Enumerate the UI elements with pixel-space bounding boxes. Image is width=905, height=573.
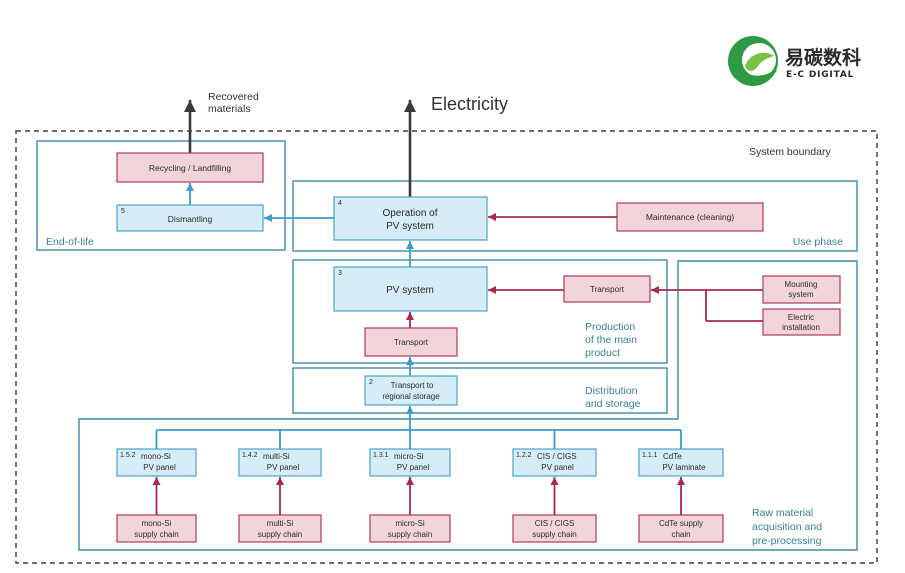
supply-chain-box-mono-si	[116, 514, 197, 543]
logo-name-en: E-C DIGITAL	[786, 70, 854, 80]
supply-chain-label-1-micro-si: micro-Si	[395, 519, 425, 528]
production-group	[292, 259, 668, 364]
system-boundary	[15, 130, 878, 564]
operation-label-2: PV system	[386, 221, 434, 232]
supply-chain-label-2-micro-si: supply chain	[388, 530, 432, 539]
distribution-group	[292, 367, 668, 414]
end-of-life-group	[36, 140, 286, 251]
panel-type-mono-si: PV panel	[143, 463, 176, 472]
mounting-system-label-1: Mounting	[785, 280, 818, 289]
recovered-materials-label-2: materials	[208, 103, 251, 115]
panel-name-cis-cigs: CIS / CIGS	[537, 452, 577, 461]
maintenance-box	[616, 202, 764, 232]
distribution-label-2: and storage	[585, 398, 641, 410]
supply-chain-label-2-cdte: chain	[671, 530, 690, 539]
regional-transport-label-2: regional storage	[382, 392, 440, 401]
operation-box	[333, 196, 488, 241]
electric-installation-label-2: installation	[782, 323, 820, 332]
use-phase-label: Use phase	[793, 236, 843, 248]
system-boundary-label: System boundary	[749, 146, 831, 158]
supply-chain-box-multi-si	[238, 514, 322, 543]
supply-chain-label-1-multi-si: multi-Si	[267, 519, 294, 528]
recycling-box	[116, 152, 264, 183]
electricity-label: Electricity	[431, 94, 508, 114]
supply-chain-label-1-mono-si: mono-Si	[142, 519, 172, 528]
production-label-3: product	[585, 347, 620, 359]
raw-material-label-2: acquisition and	[752, 521, 822, 533]
panel-name-micro-si: micro-Si	[394, 452, 424, 461]
panel-type-cdte: PV laminate	[662, 463, 706, 472]
operation-number: 4	[338, 200, 342, 207]
end-of-life-label: End-of-life	[46, 236, 94, 248]
regional-transport-box	[364, 375, 458, 406]
panel-number-mono-si: 1.5.2	[120, 452, 136, 459]
supply-chain-label-2-cis-cigs: supply chain	[532, 530, 576, 539]
panel-type-multi-si: PV panel	[267, 463, 300, 472]
transport-inner-label: Transport	[394, 338, 429, 347]
raw-material-panels: 1.5.2 mono-Si PV panel mono-Si supply chain 1…	[116, 406, 724, 543]
inputs-connector	[651, 286, 763, 322]
pv-system-number: 3	[338, 270, 342, 277]
electric-installation-box	[762, 308, 841, 336]
company-logo: 易碳数科 E-C DIGITAL	[728, 36, 861, 86]
use-phase-group	[292, 180, 858, 252]
regional-transport-number: 2	[369, 379, 373, 386]
panel-box-mono-si	[116, 448, 197, 477]
operation-label-1: Operation of	[382, 208, 437, 219]
supply-chain-label-1-cdte: CdTe supply	[659, 519, 703, 528]
supply-chain-label-2-mono-si: supply chain	[134, 530, 178, 539]
supply-chain-box-micro-si	[369, 514, 451, 543]
raw-material-group	[78, 260, 858, 551]
supply-chain-label-2-multi-si: supply chain	[258, 530, 302, 539]
panel-number-cdte: 1.1.1	[642, 452, 658, 459]
panel-number-multi-si: 1.4.2	[242, 452, 258, 459]
production-label-1: Production	[585, 321, 635, 333]
pv-system-label: PV system	[386, 285, 434, 296]
panel-box-multi-si	[238, 448, 322, 477]
transport-inner-box	[364, 327, 458, 357]
panel-type-cis-cigs: PV panel	[541, 463, 574, 472]
recovered-materials-label-1: Recovered	[208, 91, 259, 103]
panel-number-micro-si: 1.3.1	[373, 452, 389, 459]
supply-chain-box-cis-cigs	[512, 514, 597, 543]
supply-chain-label-1-cis-cigs: CIS / CIGS	[535, 519, 575, 528]
panel-type-micro-si: PV panel	[397, 463, 430, 472]
panel-name-mono-si: mono-Si	[141, 452, 171, 461]
logo-name-cn: 易碳数科	[785, 46, 861, 69]
production-label-2: of the main	[585, 334, 637, 346]
dismantling-number: 5	[121, 208, 125, 215]
regional-transport-label-1: Transport to	[391, 381, 434, 390]
mounting-system-label-2: system	[788, 290, 814, 299]
recycling-label: Recycling / Landfilling	[149, 163, 231, 173]
electric-installation-label-1: Electric	[788, 313, 814, 322]
distribution-label-1: Distribution	[585, 385, 638, 397]
mounting-system-box	[762, 275, 841, 304]
raw-material-label-1: Raw material	[752, 507, 813, 519]
panel-number-cis-cigs: 1.2.2	[516, 452, 532, 459]
raw-material-label-3: pre-processing	[752, 535, 822, 547]
maintenance-label: Maintenance (cleaning)	[646, 212, 735, 222]
transport-outer-box	[563, 275, 651, 303]
supply-chain-box-cdte	[638, 514, 724, 543]
panel-box-micro-si	[369, 448, 451, 477]
logo-leaf-icon	[745, 52, 774, 71]
transport-outer-label: Transport	[590, 285, 625, 294]
panel-name-cdte: CdTe	[663, 452, 682, 461]
dismantling-label: Dismantling	[168, 214, 213, 224]
panel-name-multi-si: multi-Si	[263, 452, 290, 461]
